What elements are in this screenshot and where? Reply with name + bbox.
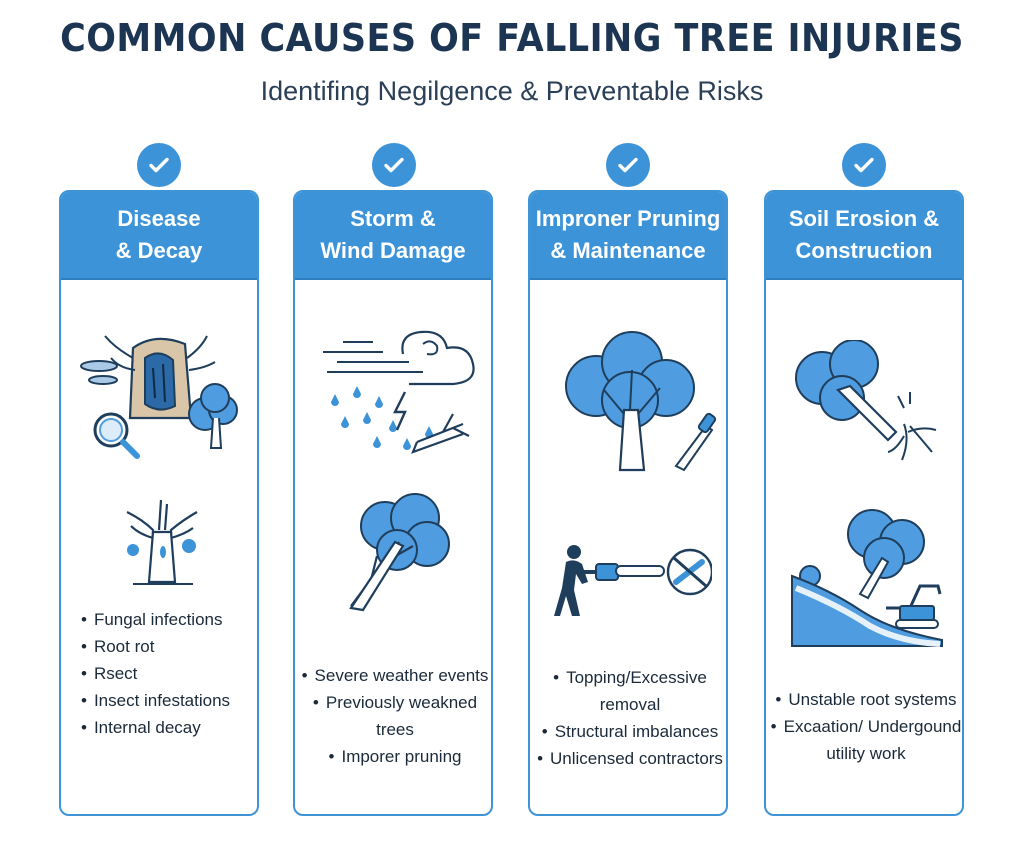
- cause-list: Unstable root systems Excaation/ Undergo…: [770, 686, 962, 767]
- list-item: Severe weather events: [301, 662, 489, 689]
- card-title-line2: Wind Damage: [320, 238, 466, 263]
- card-title-line2: & Decay: [115, 238, 203, 263]
- card-header: Disease & Decay: [61, 192, 257, 280]
- card-header: Soil Erosion & Construction: [766, 192, 962, 280]
- decayed-stump-icon: [80, 335, 238, 459]
- card-disease-decay: Disease & Decay: [59, 190, 259, 816]
- wind-rain-icon: [323, 330, 475, 454]
- card-header: Improner Pruning & Maintenance: [530, 192, 726, 280]
- list-item: Previously weakned trees: [301, 689, 489, 743]
- card-title-line1: Disease: [117, 206, 201, 231]
- chainsaw-worker-icon: [554, 545, 712, 616]
- card-title-line1: Improner Pruning: [535, 206, 721, 231]
- list-item: Insect infestations: [81, 687, 230, 714]
- page-title: COMMON CAUSES OF FALLING TREE INJURIES: [60, 16, 964, 60]
- card-title-line1: Soil Erosion &: [788, 206, 940, 231]
- list-item: Imporer pruning: [301, 743, 489, 770]
- list-item: Topping/Excessive removal: [532, 664, 726, 718]
- cause-list: Fungal infections Root rot Rsect Insect …: [81, 606, 230, 741]
- card-soil-construction: Soil Erosion & Construction: [764, 190, 964, 816]
- check-icon: [606, 143, 650, 187]
- check-icon: [842, 143, 886, 187]
- cause-list: Topping/Excessive removal Structural imb…: [532, 664, 726, 772]
- falling-tree-icon: [795, 340, 937, 461]
- check-icon: [372, 143, 416, 187]
- eroded-slope-icon: [791, 509, 943, 647]
- list-item: Root rot: [81, 633, 230, 660]
- card-pruning-maintenance: Improner Pruning & Maintenance Topping/E: [528, 190, 728, 816]
- dead-tree-icon: [126, 499, 198, 585]
- card-title-line2: & Maintenance: [550, 238, 706, 263]
- list-item: Unlicensed contractors: [532, 745, 726, 772]
- list-item: Excaation/ Undergound utility work: [770, 713, 962, 767]
- leaning-tree-icon: [349, 493, 450, 612]
- cause-list: Severe weather events Previously weakned…: [301, 662, 489, 770]
- check-icon: [137, 143, 181, 187]
- card-title-line2: Construction: [795, 238, 933, 263]
- list-item: Unstable root systems: [770, 686, 962, 713]
- list-item: Internal decay: [81, 714, 230, 741]
- list-item: Structural imbalances: [532, 718, 726, 745]
- tree-icon: [565, 331, 716, 472]
- list-item: Fungal infections: [81, 606, 230, 633]
- page-subtitle: Identifing Negilgence & Preventable Risk…: [260, 76, 764, 106]
- card-header: Storm & Wind Damage: [295, 192, 491, 280]
- list-item: Rsect: [81, 660, 230, 687]
- card-title-line1: Storm &: [350, 206, 436, 231]
- card-storm-wind: Storm & Wind Damage: [293, 190, 493, 816]
